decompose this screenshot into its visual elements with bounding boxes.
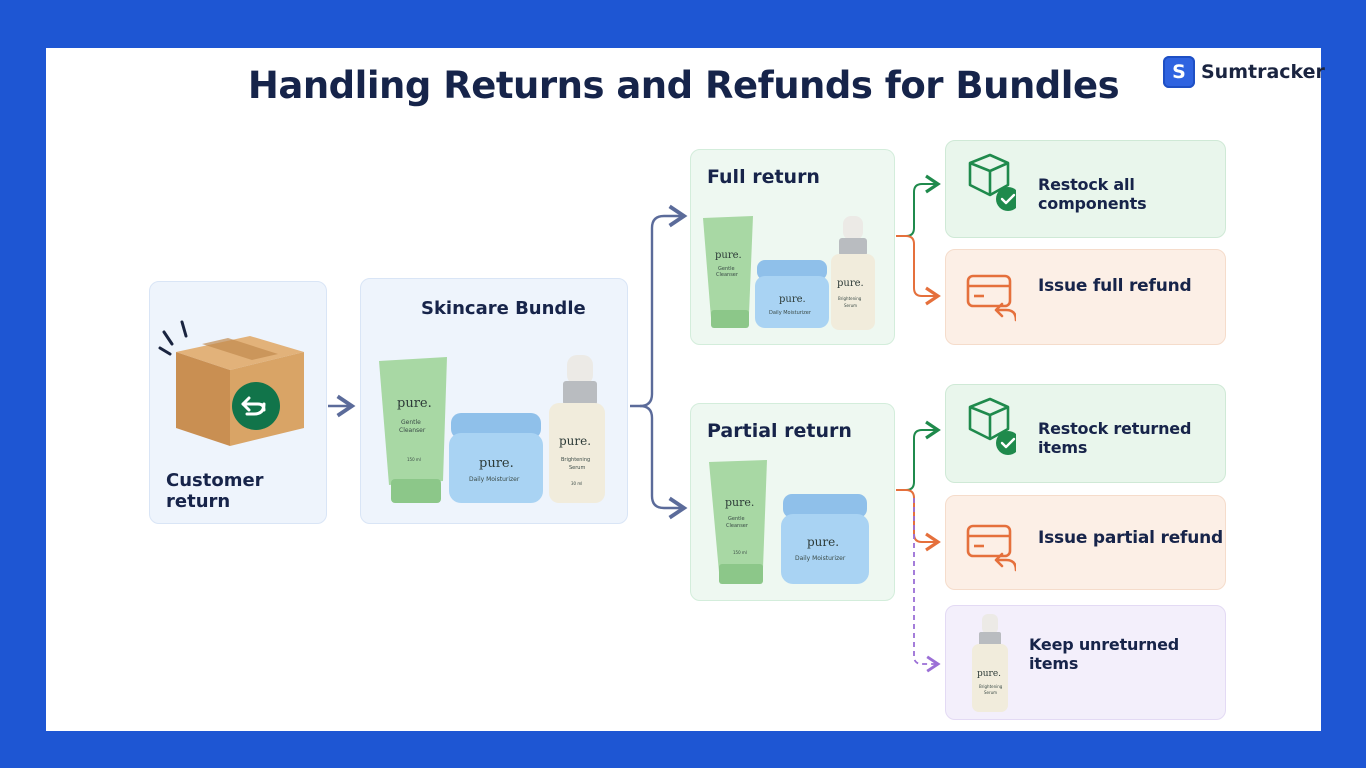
keep-unreturned-label: Keep unreturned items [1029, 635, 1179, 673]
unreturned-serum-line2: Serum [984, 690, 997, 695]
partial-cleanser-brand: pure. [725, 496, 754, 509]
full-serum-line2: Serum [844, 303, 857, 308]
arrow-partial-to-restock [896, 420, 941, 491]
refund-card-icon [966, 274, 1016, 322]
full-cleanser-brand: pure. [715, 250, 742, 261]
arrow-partial-to-refund [896, 489, 941, 552]
unreturned-serum-line1: Brightening [979, 684, 1003, 689]
restock-box-check-icon [968, 153, 1016, 211]
customer-return-card: Customer return [149, 281, 327, 524]
arrow-bundle-to-partial [639, 404, 688, 520]
moisturizer-brand: pure. [479, 456, 514, 471]
full-return-card: Full return pure. Gentle Cleanser pure. … [690, 149, 895, 345]
partial-moisturizer-brand: pure. [807, 535, 839, 549]
cleanser-line1: Gentle [401, 419, 421, 426]
flow-connectors [328, 174, 941, 673]
partial-cleanser-line1: Gentle [728, 516, 745, 522]
partial-return-products: pure. Gentle Cleanser 150 ml pure. Daily… [709, 460, 869, 584]
full-return-label: Full return [707, 166, 820, 188]
cleanser-tube: pure. Gentle Cleanser 150 ml [379, 357, 447, 503]
full-return-products: pure. Gentle Cleanser pure. Daily Moistu… [703, 216, 875, 330]
partial-refund-card: Issue partial refund [945, 495, 1226, 590]
brand-name: Sumtracker [1201, 61, 1325, 83]
page-title: Handling Returns and Refunds for Bundles [247, 64, 1120, 107]
partial-moisturizer: pure. Daily Moisturizer [781, 494, 869, 584]
arrow-partial-to-keep [913, 498, 941, 673]
arrow-full-to-refund [896, 235, 941, 306]
keep-unreturned-card: pure. Brightening Serum Keep unreturned … [945, 605, 1226, 720]
full-refund-label: Issue full refund [1038, 276, 1192, 296]
partial-return-card: Partial return pure. Gentle Cleanser 150… [690, 403, 895, 601]
serum-brand: pure. [559, 434, 591, 448]
full-moisturizer-line1: Daily Moisturizer [769, 310, 812, 316]
restock-returned-box-check-icon [968, 397, 1016, 455]
skincare-bundle-card: Skincare Bundle pure. Gentle Cleanser 15… [360, 278, 628, 524]
bundle-products-illustration: pure. Gentle Cleanser 150 ml pure. Daily… [379, 355, 605, 503]
full-cleanser: pure. Gentle Cleanser [703, 216, 753, 328]
partial-refund-label: Issue partial refund [1038, 528, 1223, 548]
partial-cleanser: pure. Gentle Cleanser 150 ml [709, 460, 767, 584]
serum-size: 30 ml [571, 481, 582, 486]
cleanser-brand: pure. [397, 396, 432, 411]
return-box-icon [158, 320, 304, 446]
unreturned-serum-icon: pure. Brightening Serum [972, 614, 1008, 712]
restock-returned-card: Restock returned items [945, 384, 1226, 483]
partial-return-label: Partial return [707, 420, 852, 442]
full-moisturizer-brand: pure. [779, 294, 806, 305]
restock-returned-label: Restock returned items [1038, 419, 1192, 457]
diagram-canvas: Handling Returns and Refunds for Bundles… [46, 48, 1325, 731]
brand-logo: S Sumtracker [1163, 56, 1325, 88]
restock-all-label: Restock all components [1038, 175, 1147, 213]
partial-cleanser-size: 150 ml [733, 550, 747, 555]
full-serum: pure. Brightening Serum [831, 216, 875, 330]
full-cleanser-line2: Cleanser [716, 272, 739, 278]
full-refund-card: Issue full refund [945, 249, 1226, 345]
bundle-label: Skincare Bundle [421, 298, 586, 319]
partial-refund-card-icon [966, 524, 1016, 572]
full-cleanser-line1: Gentle [718, 266, 735, 272]
partial-cleanser-line2: Cleanser [726, 523, 749, 529]
cleanser-line2: Cleanser [399, 427, 426, 434]
brand-badge: S [1163, 56, 1195, 88]
full-serum-brand: pure. [837, 278, 864, 289]
serum-bottle: pure. Brightening Serum 30 ml [549, 355, 605, 503]
cleanser-size: 150 ml [407, 457, 421, 462]
full-serum-line1: Brightening [838, 296, 862, 301]
partial-moisturizer-line1: Daily Moisturizer [795, 555, 846, 562]
arrow-bundle-to-full [630, 204, 688, 408]
customer-return-label: Customer return [166, 470, 264, 512]
moisturizer-line1: Daily Moisturizer [469, 476, 520, 483]
full-moisturizer: pure. Daily Moisturizer [755, 260, 829, 328]
unreturned-serum-brand: pure. [977, 669, 1001, 679]
serum-line1: Brightening [561, 457, 590, 463]
moisturizer-jar: pure. Daily Moisturizer [449, 413, 543, 503]
restock-all-card: Restock all components [945, 140, 1226, 238]
serum-line2: Serum [569, 465, 585, 471]
arrow-full-to-restock [896, 174, 941, 237]
